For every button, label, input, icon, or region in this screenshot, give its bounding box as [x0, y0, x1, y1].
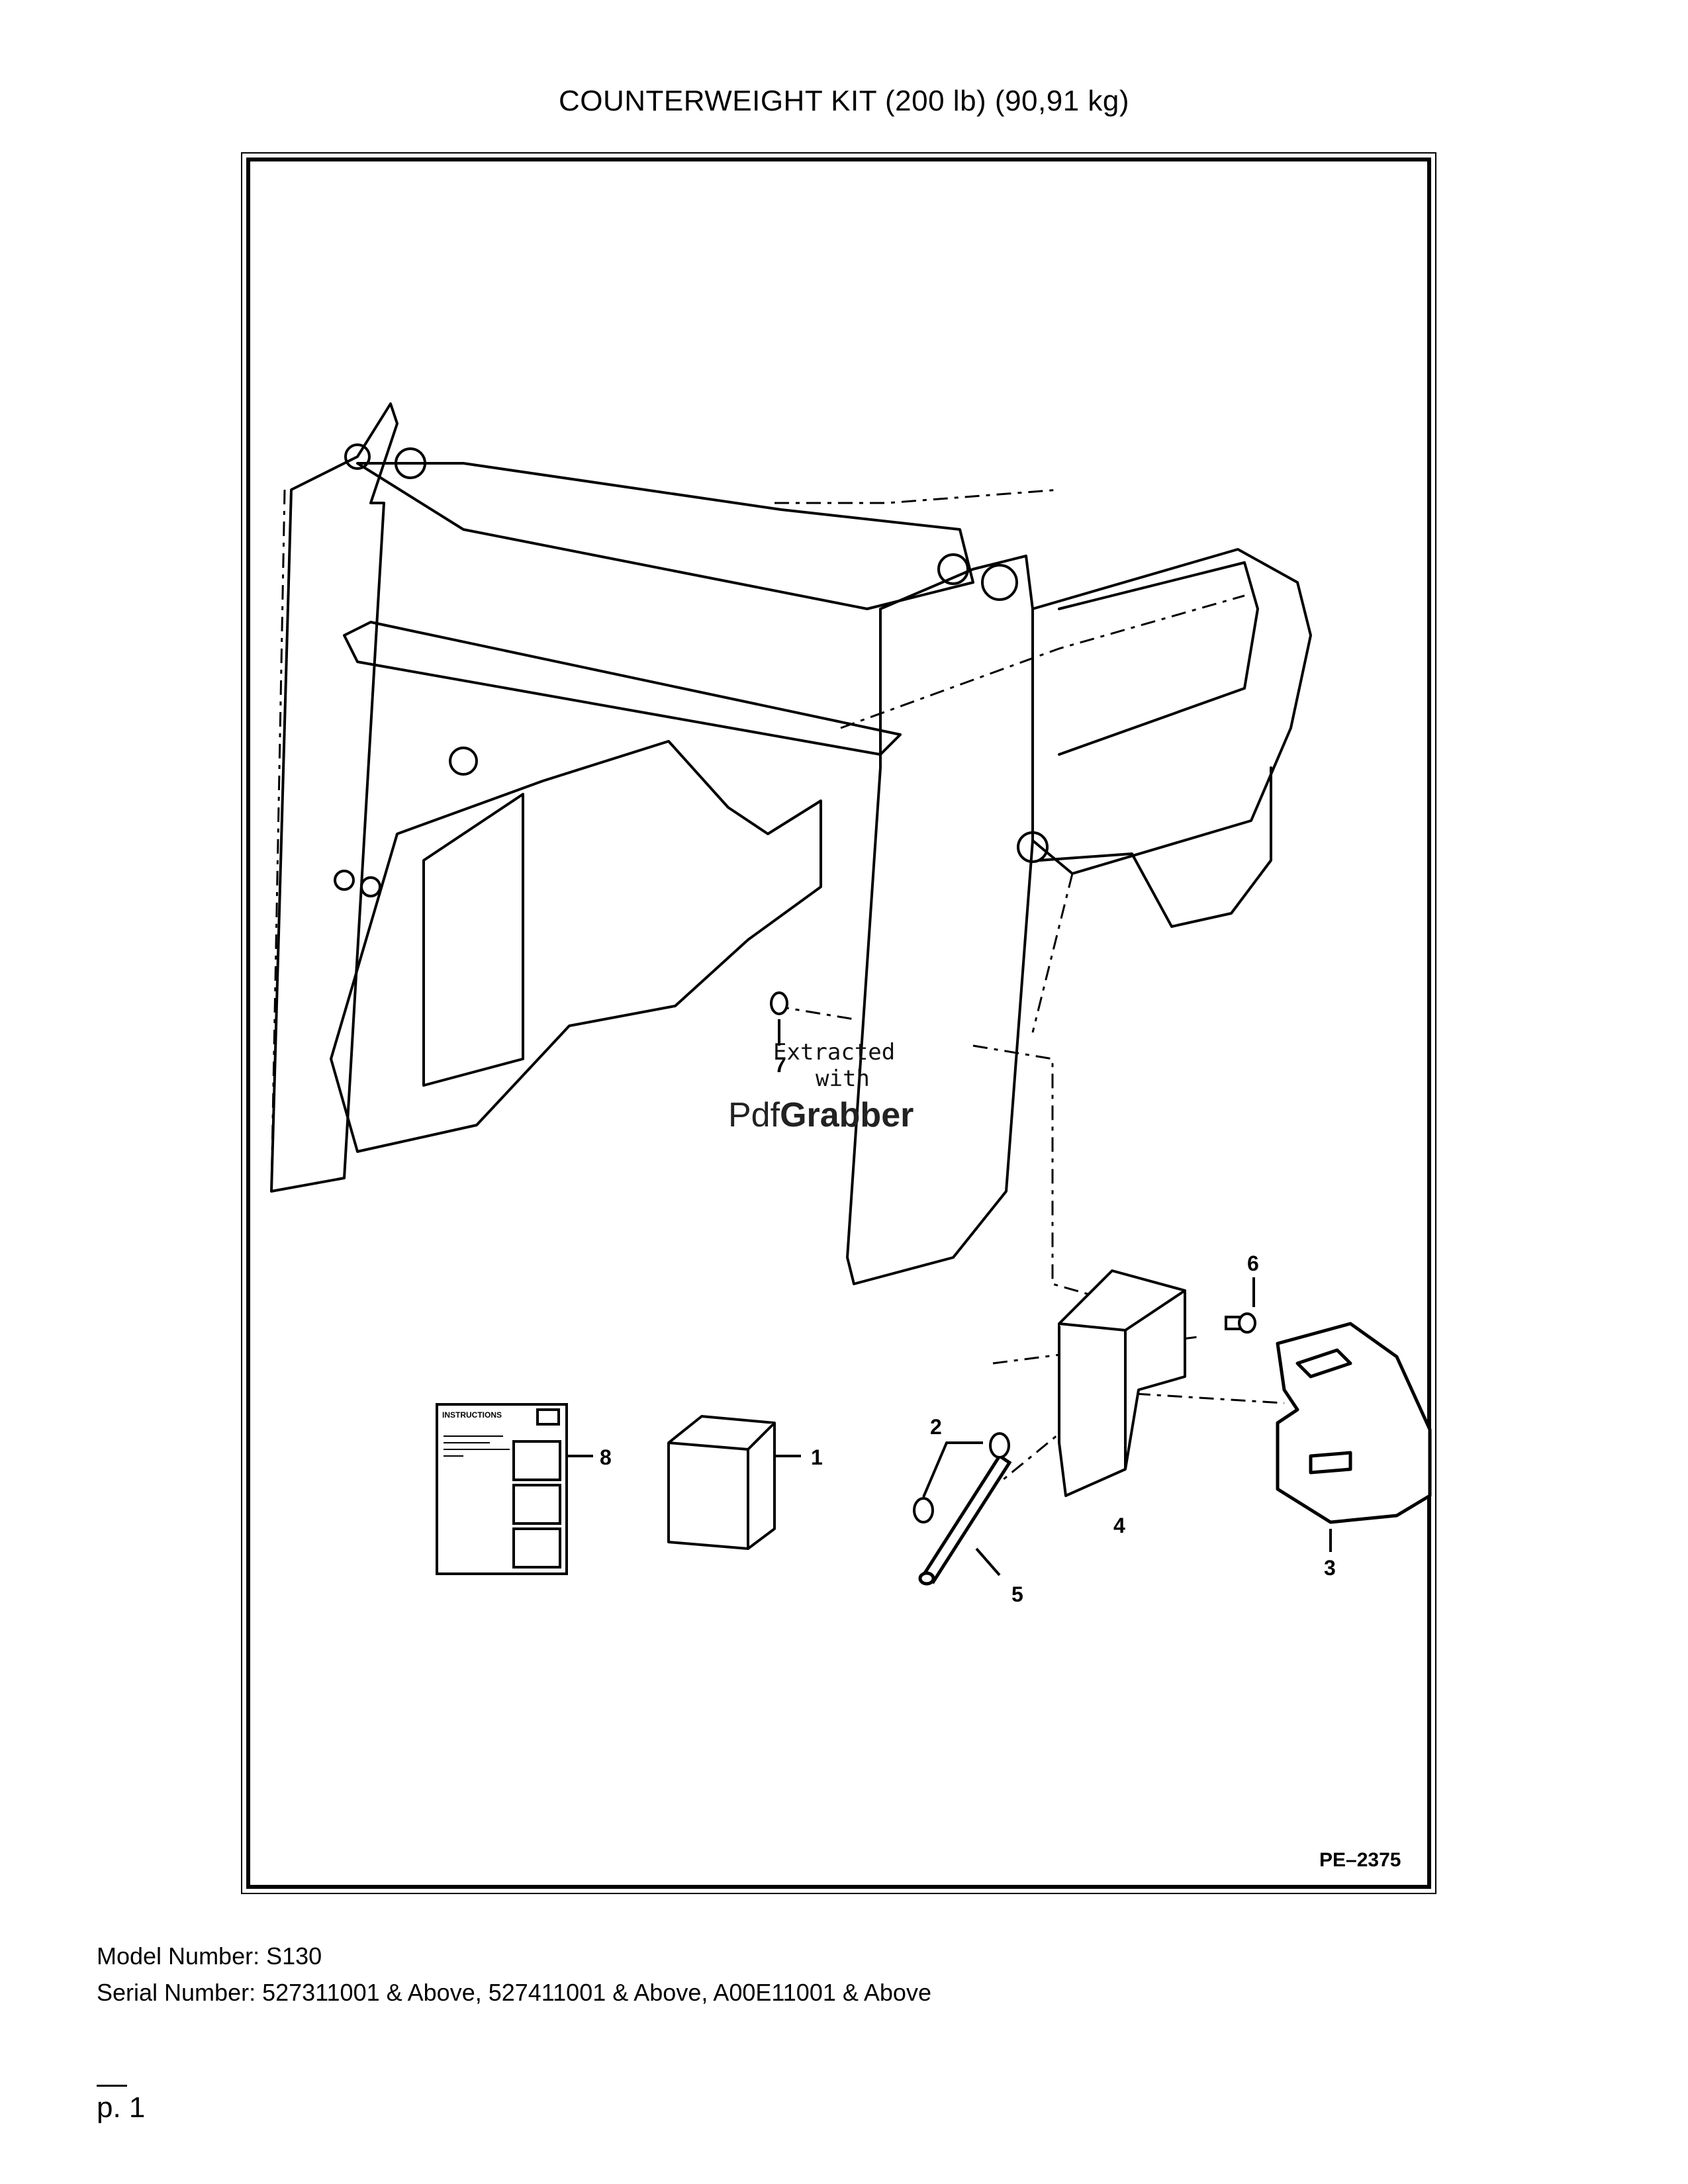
callout-2: 2: [930, 1415, 942, 1439]
callout-3: 3: [1324, 1556, 1336, 1580]
callout-7: 7: [774, 1053, 786, 1077]
rear-cross-channel: [356, 462, 974, 610]
drawing-code: PE–2375: [1319, 1849, 1401, 1871]
callout-1: 1: [811, 1445, 823, 1469]
callout-8: 8: [600, 1445, 612, 1469]
rear-plate: [1038, 766, 1272, 928]
serial-number: Serial Number: 527311001 & Above, 527411…: [97, 1979, 931, 2006]
callout-5: 5: [1011, 1582, 1023, 1606]
part-4-bracket: [1058, 1269, 1186, 1497]
part-3-counterweight: [1276, 1322, 1432, 1524]
watermark-logo: PdfGrabber: [728, 1095, 914, 1135]
page-title: COUNTERWEIGHT KIT (200 lb) (90,91 kg): [558, 85, 1130, 117]
part-1-box: [667, 1415, 776, 1550]
callouts: 1 2 3 4 5 6 7 8: [600, 1053, 1336, 1606]
part-6-bolt: [1225, 1312, 1256, 1334]
watermark-brand-bold: Grabber: [780, 1096, 914, 1134]
left-upright: [270, 402, 399, 1193]
part-7-nut: [770, 991, 788, 1015]
right-upright: [846, 555, 1034, 1285]
instructions-label: INSTRUCTIONS: [442, 1410, 502, 1420]
callout-4: 4: [1113, 1514, 1125, 1537]
side-panel: [330, 740, 822, 1153]
page-number: p. 1: [97, 2091, 146, 2124]
model-number: Model Number: S130: [97, 1942, 322, 1970]
part-8-instructions: [436, 1403, 568, 1575]
part-2-clips: [913, 1432, 1010, 1524]
part-5-pin: [918, 1453, 1012, 1586]
cross-beam: [343, 621, 902, 756]
page-rule: [97, 2085, 127, 2087]
callout-6: 6: [1247, 1251, 1259, 1275]
watermark-line2: with: [816, 1066, 870, 1092]
diagram-frame: [241, 152, 1436, 1894]
watermark-brand-light: Pdf: [728, 1096, 780, 1134]
boom-arm: [1031, 548, 1312, 875]
watermark-line1: Extracted: [773, 1039, 896, 1066]
